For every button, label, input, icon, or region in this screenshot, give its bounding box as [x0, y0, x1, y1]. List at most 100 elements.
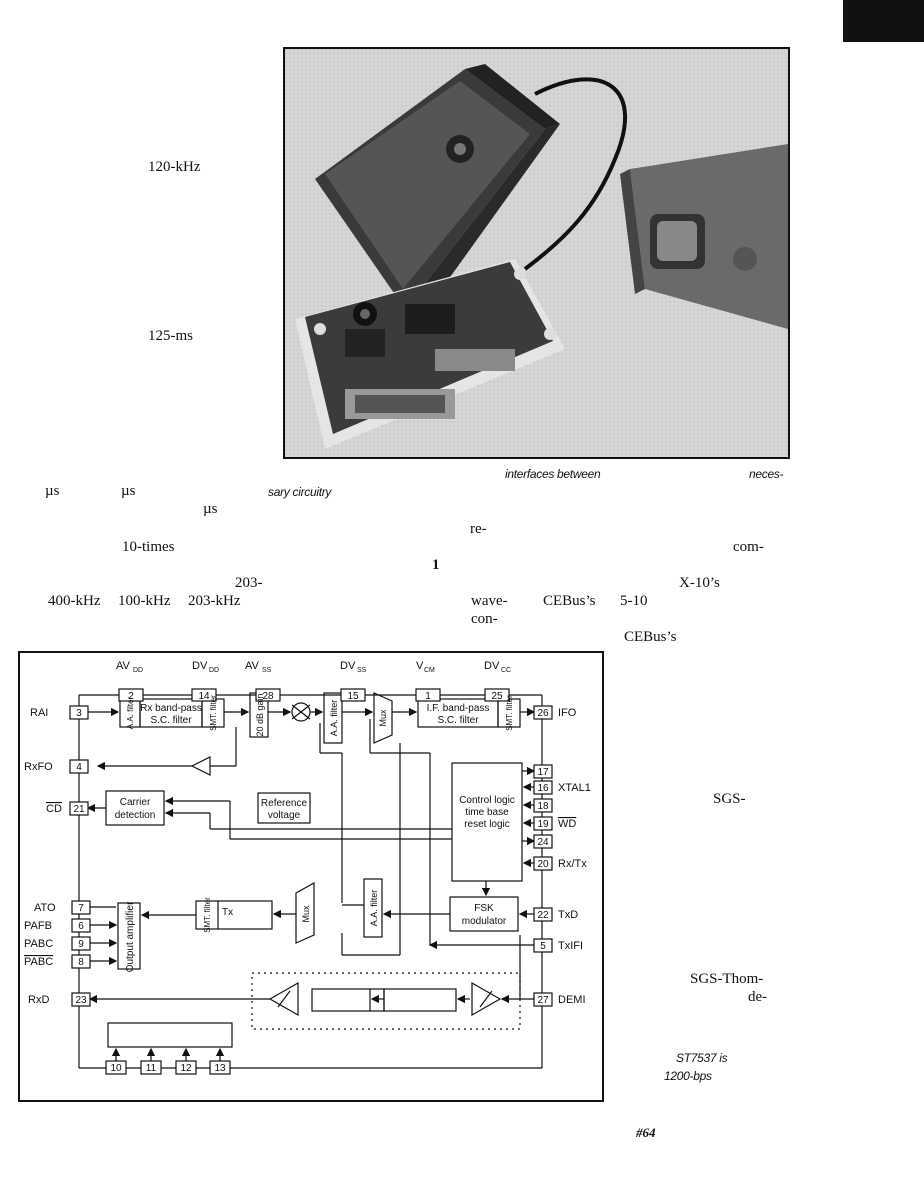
- block-output-amplifier: Output amplifier: [125, 901, 136, 972]
- right-pin-demi-num: 27: [537, 995, 549, 1006]
- right-pin-demi-label: DEMI: [558, 994, 586, 1006]
- text-sgs: SGS-: [713, 791, 746, 807]
- left-pin-rxfo-label: RxFO: [24, 761, 53, 773]
- supply-pin-avss: AV SS 28: [245, 660, 281, 702]
- supply-pin-dvss: DV SS 15: [340, 660, 367, 702]
- supply-pin-dvdd-sub: DD: [209, 667, 219, 674]
- left-pin-pabc-bar-num: 8: [78, 957, 84, 968]
- right-pins: 26 IFO 17 16 XTAL1 18 19 WD 24 20 Rx/T: [533, 705, 591, 1007]
- left-pin-cd-num: 21: [73, 804, 85, 815]
- text-203khz: 203-kHz: [188, 593, 241, 609]
- text-re: re-: [470, 521, 487, 537]
- left-pins: RAI 3 RxFO 4 CD 21 ATO 7 PAFB 6 PABC 9: [24, 705, 91, 1007]
- right-pin-ifo: 26 IFO: [533, 705, 577, 720]
- left-pin-ato: ATO 7: [34, 900, 91, 915]
- text-com: com-: [733, 539, 764, 555]
- left-pin-pabc: PABC 9: [24, 936, 91, 951]
- text-203: 203-: [235, 575, 263, 591]
- caption-1200bps: 1200-bps: [664, 1069, 712, 1083]
- supply-pin-avss-num: 28: [262, 691, 274, 702]
- right-pin-17-num: 17: [537, 767, 549, 778]
- left-pin-pabc-bar-label: PABC: [24, 956, 53, 968]
- right-pin-xtal1-num: 16: [537, 783, 549, 794]
- photo-x10-interface: [283, 47, 790, 459]
- caption-sary-circuitry: sary circuitry: [268, 485, 332, 499]
- supply-pin-avdd-sub: DD: [133, 667, 143, 674]
- block-if-bandpass-line1: I.F. band-pass: [427, 703, 490, 714]
- block-labels: A.A. filter Rx band-pass S.C. filter SMT…: [115, 693, 515, 972]
- block-aa-filter-3: A.A. filter: [369, 890, 379, 927]
- left-pin-pabc-num: 9: [78, 939, 84, 950]
- left-pin-ato-num: 7: [78, 903, 84, 914]
- block-diagram-svg: AV DD 2 DV DD 14 AV SS 28 DV SS 15 V CM …: [24, 660, 591, 1075]
- text-de: de-: [748, 989, 768, 1005]
- left-pin-pabc-bar: PABC 8: [24, 954, 91, 969]
- left-pin-rai-num: 3: [76, 708, 82, 719]
- text-us-2: µs: [121, 483, 136, 499]
- right-pin-txd: 22 TxD: [533, 907, 578, 922]
- supply-pin-dvdd-name: DV: [192, 660, 208, 672]
- supply-pin-vcm-sub: CM: [424, 667, 435, 674]
- supply-pin-vcm: V CM 1: [415, 660, 441, 702]
- supply-pin-vcm-num: 1: [425, 691, 431, 702]
- left-pin-cd-label: CD: [46, 803, 62, 815]
- text-5-10: 5-10: [620, 593, 648, 609]
- left-pin-rxd: RxD 23: [28, 992, 91, 1007]
- right-pin-18-num: 18: [537, 801, 549, 812]
- left-pin-rxfo: RxFO 4: [24, 759, 89, 774]
- block-rx-bandpass-line1: Rx band-pass: [140, 703, 202, 714]
- block-reference-voltage-line1: Reference: [261, 798, 308, 809]
- page-corner-tab: [843, 0, 924, 42]
- text-120khz: 120-kHz: [148, 159, 201, 175]
- block-control-logic-line1: Control logic: [459, 795, 515, 806]
- right-pin-xtal1-label: XTAL1: [558, 782, 591, 794]
- right-pin-17: 17: [533, 764, 553, 779]
- text-400khz: 400-kHz: [48, 593, 101, 609]
- left-pin-ato-label: ATO: [34, 902, 56, 914]
- block-reference-voltage-line2: voltage: [268, 810, 301, 821]
- supply-pin-avss-sub: SS: [262, 667, 272, 674]
- left-pin-pafb-num: 6: [78, 921, 84, 932]
- text-us-3: µs: [203, 501, 218, 517]
- right-pin-24: 24: [533, 834, 553, 849]
- text-sgs-thom: SGS-Thom-: [690, 971, 764, 987]
- supply-pin-dvss-name: DV: [340, 660, 356, 672]
- block-control-logic-line2: time base: [465, 807, 509, 818]
- bottom-pin-10: 10: [110, 1063, 122, 1074]
- block-smt-filter-3: SMT. filter: [203, 897, 212, 933]
- text-cebus-1: CEBus’s: [543, 593, 596, 609]
- bottom-pin-12: 12: [180, 1063, 192, 1074]
- text-con: con-: [471, 611, 498, 627]
- text-us-1: µs: [45, 483, 60, 499]
- supply-pin-dvdd-num: 14: [198, 691, 210, 702]
- supply-pin-avdd-num: 2: [128, 691, 134, 702]
- left-pin-pafb-label: PAFB: [24, 920, 52, 932]
- right-pin-txifi-num: 5: [540, 941, 546, 952]
- left-pin-pafb: PAFB 6: [24, 918, 91, 933]
- block-carrier-detection-line2: detection: [115, 810, 156, 821]
- block-rx-bandpass-line2: S.C. filter: [150, 715, 192, 726]
- right-pin-txifi-label: TxIFI: [558, 940, 583, 952]
- block-carrier-detection-line1: Carrier: [120, 797, 151, 808]
- block-aa-filter-2: A.A. filter: [329, 700, 339, 737]
- text-100khz: 100-kHz: [118, 593, 171, 609]
- left-pin-rai-label: RAI: [30, 707, 48, 719]
- left-pin-rxd-num: 23: [75, 995, 87, 1006]
- supply-pin-vcm-name: V: [416, 660, 424, 672]
- right-pin-wd-num: 19: [537, 819, 549, 830]
- caption-interfaces-between: interfaces between: [505, 467, 601, 481]
- block-smt-filter-1: SMT. filter: [209, 695, 218, 731]
- text-x10s: X-10’s: [679, 575, 720, 591]
- right-pin-ifo-label: IFO: [558, 707, 577, 719]
- supply-pin-avdd-name: AV: [116, 660, 131, 672]
- text-125ms: 125-ms: [148, 328, 193, 344]
- left-pin-rxfo-num: 4: [76, 762, 82, 773]
- block-mux-1: Mux: [378, 709, 388, 727]
- right-pin-wd: 19 WD: [533, 816, 576, 831]
- supply-pin-dvdd: DV DD 14: [191, 660, 219, 702]
- caption-st7537: ST7537 is: [676, 1051, 728, 1065]
- supply-pins: AV DD 2 DV DD 14 AV SS 28 DV SS 15 V CM …: [116, 660, 511, 702]
- right-pin-rxtx-num: 20: [537, 859, 549, 870]
- block-aa-filter-1: A.A. filter: [126, 696, 135, 729]
- left-pin-rxd-label: RxD: [28, 994, 49, 1006]
